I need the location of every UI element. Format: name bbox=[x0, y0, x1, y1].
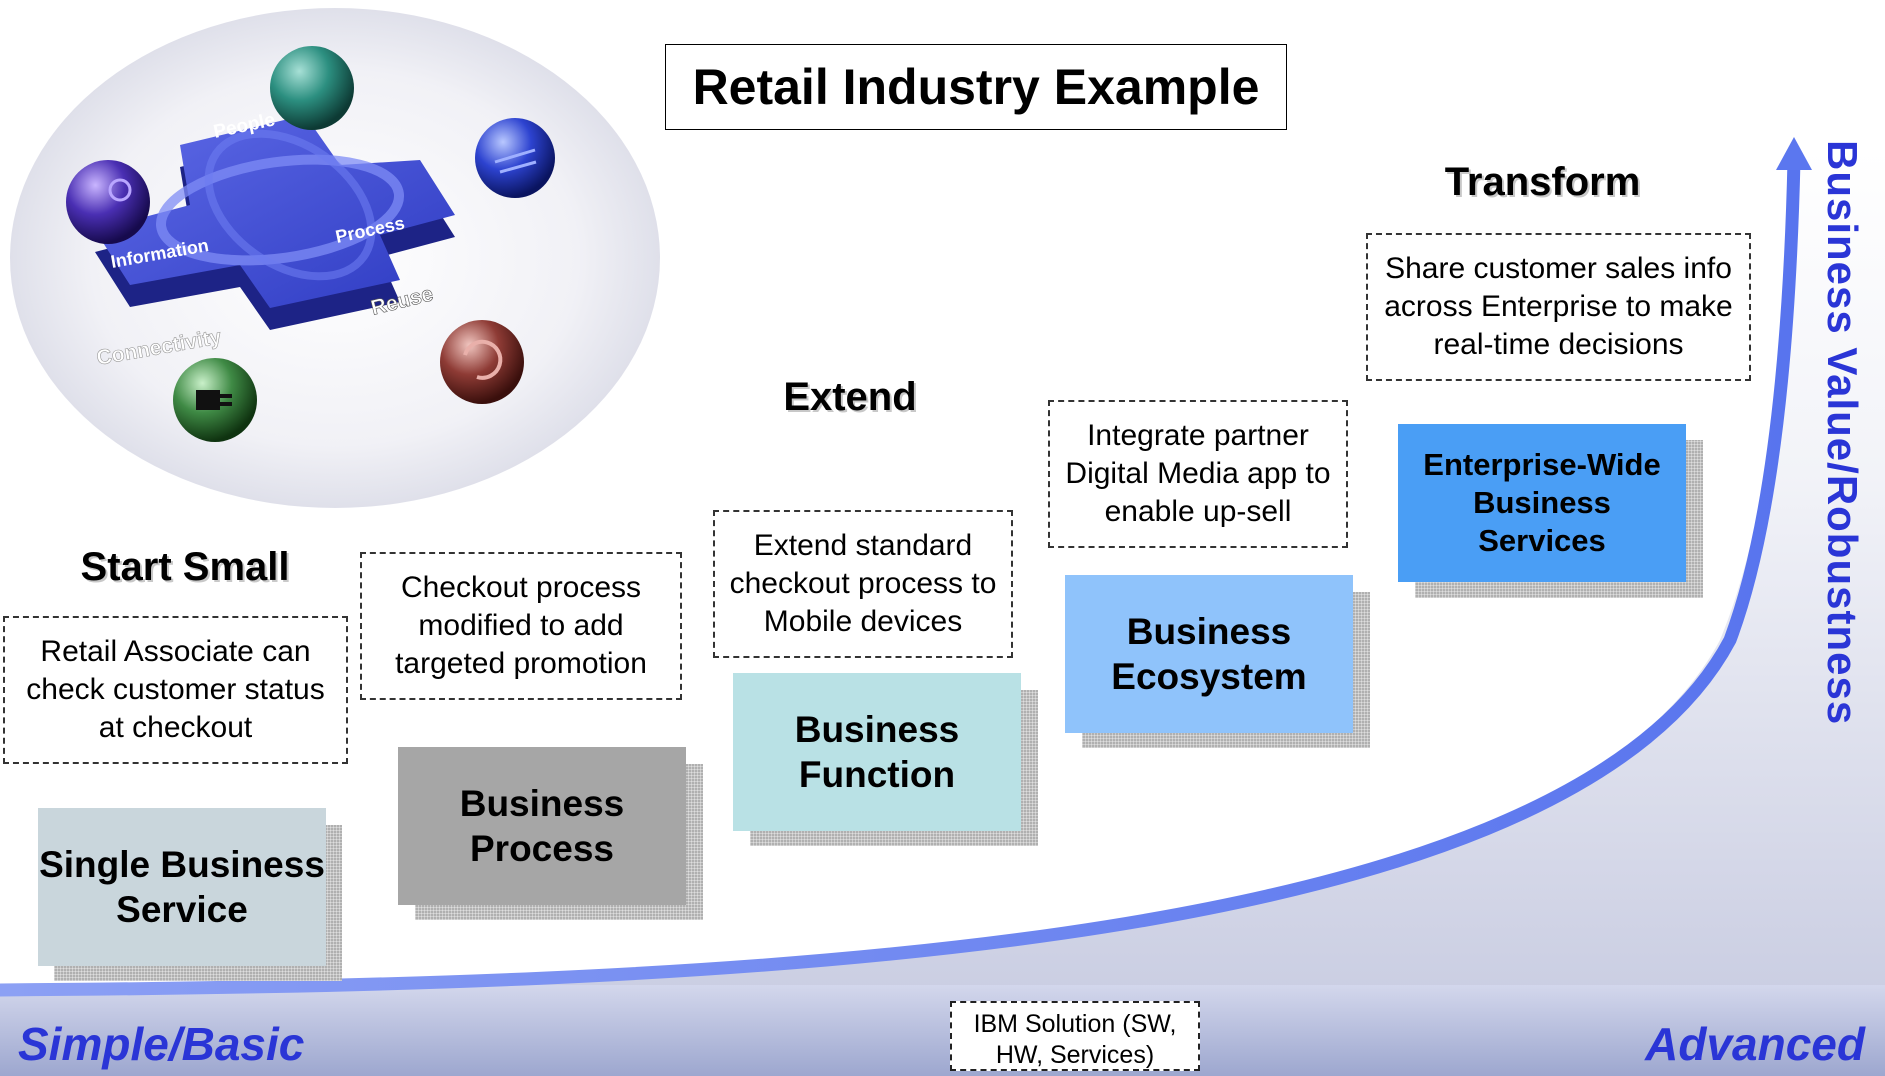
description-box-1: Retail Associate can check customer stat… bbox=[3, 616, 348, 764]
heading-start-small: Start Small bbox=[80, 545, 290, 589]
stage-business-ecosystem: Business Ecosystem bbox=[1065, 575, 1353, 733]
process-sphere-icon bbox=[475, 118, 555, 198]
axis-label-simple-basic: Simple/Basic bbox=[18, 1018, 305, 1070]
soa-logo-graphic: People Information Process Reuse Connect… bbox=[66, 46, 555, 442]
axis-label-advanced: Advanced bbox=[1645, 1018, 1865, 1070]
heading-extend: Extend bbox=[783, 375, 917, 419]
stage-business-function: Business Function bbox=[733, 673, 1021, 831]
stage-business-process: Business Process bbox=[398, 747, 686, 905]
description-box-2: Checkout process modified to add targete… bbox=[360, 552, 682, 700]
description-box-5: Share customer sales info across Enterpr… bbox=[1366, 233, 1751, 381]
people-sphere-icon bbox=[270, 46, 354, 130]
stage-single-business-service: Single Business Service bbox=[38, 808, 326, 966]
stage-enterprise-wide-business-services: Enterprise-Wide Business Services bbox=[1398, 424, 1686, 582]
heading-transform: Transform bbox=[1444, 160, 1641, 204]
description-box-4: Integrate partner Digital Media app to e… bbox=[1048, 400, 1348, 548]
description-box-3: Extend standard checkout process to Mobi… bbox=[713, 510, 1013, 658]
connectivity-sphere-icon bbox=[173, 358, 257, 442]
axis-label-business-value: Business Value/Robustness bbox=[1819, 140, 1866, 726]
reuse-sphere-icon bbox=[440, 320, 524, 404]
legend-ibm-solution: IBM Solution (SW, HW, Services) bbox=[950, 1001, 1200, 1071]
information-sphere-icon bbox=[66, 160, 150, 244]
page-title: Retail Industry Example bbox=[665, 44, 1287, 130]
